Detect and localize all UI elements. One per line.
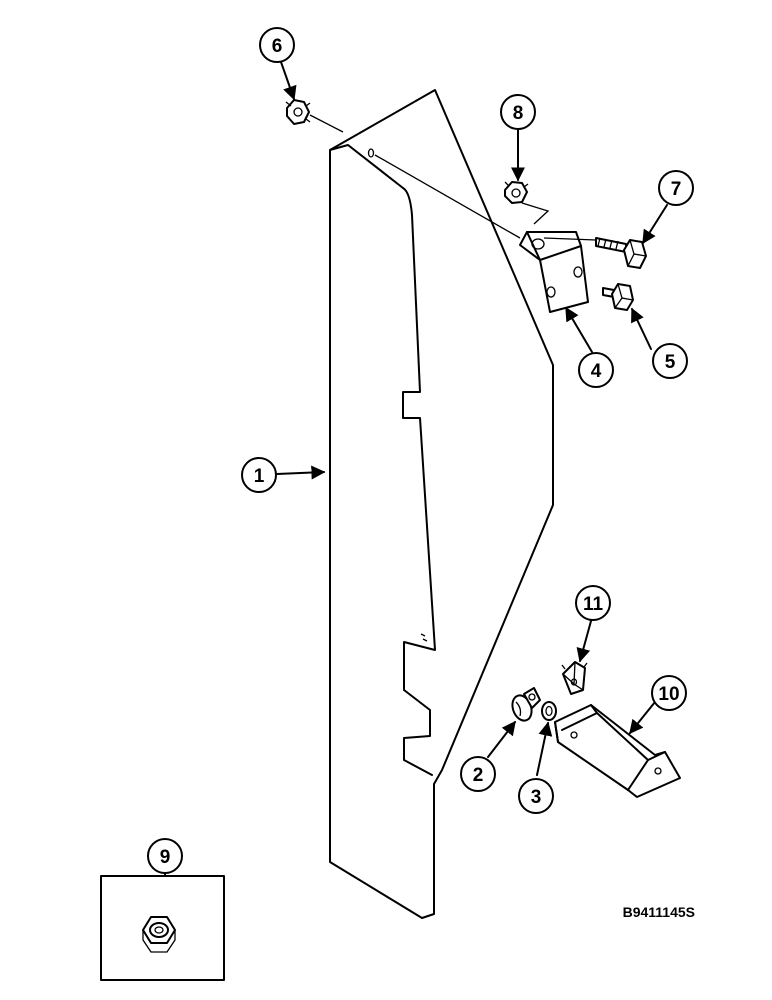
callout-1-label: 1 [254,466,265,487]
nut-6-icon [285,99,344,133]
clip-2-icon [511,687,541,722]
callout-3: 3 [518,778,554,814]
callout-4: 4 [578,352,614,388]
bracket-4-icon [519,231,597,313]
callout-10: 10 [651,675,687,711]
callout-2: 2 [460,756,496,792]
u-bracket-10-icon [554,704,681,798]
callout-6: 6 [259,27,295,63]
bolt-5-icon [602,283,634,311]
washer-3-icon [541,701,557,721]
callout-4-label: 4 [591,361,602,382]
callout-2-label: 2 [473,765,484,786]
shield-panel [329,89,554,919]
callout-8-label: 8 [513,103,524,124]
callout-5-label: 5 [665,352,676,373]
callout-7-label: 7 [671,179,682,200]
callout-9-label: 9 [160,847,171,868]
nut-8-icon [504,181,550,225]
callout-11-label: 11 [583,594,604,615]
leader-lines [164,61,668,877]
callout-5: 5 [652,343,688,379]
bolt-7-icon [595,237,647,269]
callout-6-label: 6 [272,36,283,57]
callout-8: 8 [500,94,536,130]
callout-1: 1 [241,457,277,493]
callout-7: 7 [658,170,694,206]
callout-11: 11 [575,585,611,621]
drawing-code: B9411145S [623,904,695,920]
callout-9: 9 [147,838,183,874]
callout-3-label: 3 [531,787,542,808]
detail-inset-9 [100,875,225,981]
spring-nut-11-icon [561,661,588,695]
callout-10-label: 10 [658,684,679,705]
